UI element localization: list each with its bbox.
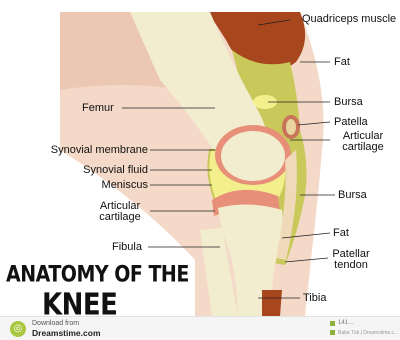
id-square-icon — [330, 321, 335, 326]
lower-muscle — [262, 290, 282, 316]
title-line-1: ANATOMY OF THE — [6, 262, 189, 287]
label-fat-bottom: Fat — [333, 228, 349, 239]
label-synovial-fluid: Synovial fluid — [22, 165, 148, 176]
label-patella: Patella — [334, 117, 368, 128]
credit-square-icon — [330, 330, 335, 335]
label-fibula: Fibula — [112, 242, 142, 253]
label-bursa-mid: Bursa — [338, 190, 367, 201]
dreamstime-site-link[interactable]: Dreamstime.com — [32, 328, 101, 338]
femur-condyle — [221, 131, 285, 181]
label-fat-top: Fat — [334, 57, 350, 68]
label-articular-cartilage-left: Articular cartilage — [92, 201, 148, 223]
label-patellar-tendon: Patellar tendon — [326, 249, 376, 271]
label-meniscus: Meniscus — [22, 180, 148, 191]
label-quadriceps-muscle: Quadriceps muscle — [302, 14, 378, 25]
label-femur: Femur — [82, 103, 114, 114]
label-tibia: Tibia — [303, 293, 326, 304]
download-from-text: Download from — [32, 320, 79, 327]
dreamstime-logo-icon[interactable]: ◎ — [10, 321, 26, 337]
label-bursa-top: Bursa — [334, 97, 363, 108]
dreamstime-footer: ◎ Download from Dreamstime.com 141… Baba… — [0, 316, 400, 340]
label-synovial-membrane: Synovial membrane — [22, 145, 148, 156]
label-articular-cartilage-right: Articular cartilage — [332, 131, 394, 153]
image-credit: Baba Tuti | Dreamstime.c… — [338, 330, 399, 336]
image-id: 141… — [338, 320, 354, 326]
